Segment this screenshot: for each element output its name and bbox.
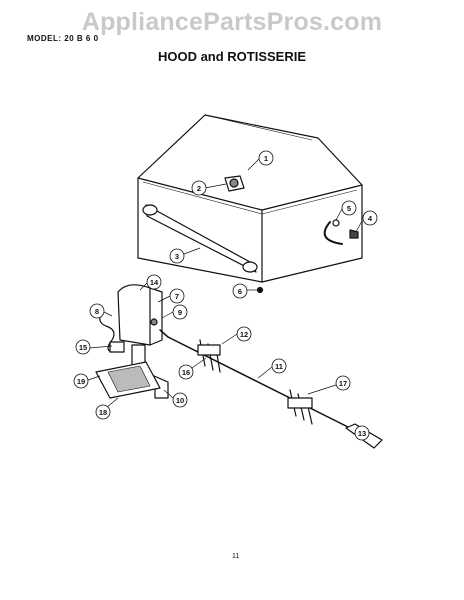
spit-rod: [159, 329, 351, 429]
callout-18-label: 18: [99, 408, 107, 417]
callout-12-label: 12: [240, 330, 248, 339]
callout-15: 15: [75, 339, 91, 355]
callout-19: 19: [73, 373, 89, 389]
callout-19-label: 19: [77, 377, 85, 386]
callout-5: 5: [341, 200, 357, 216]
bushing: [332, 219, 340, 227]
callout-6-label: 6: [238, 287, 242, 296]
callout-9-label: 9: [178, 308, 182, 317]
callout-3-label: 3: [175, 252, 179, 261]
callout-12: 12: [236, 326, 252, 342]
callout-16-label: 16: [182, 368, 190, 377]
cord-plug: [109, 341, 125, 353]
callout-8-label: 8: [95, 307, 99, 316]
callout-15-label: 15: [79, 343, 87, 352]
callout-3: 3: [169, 248, 185, 264]
thermometer: [224, 175, 245, 192]
spit-fork-rear: [287, 389, 313, 425]
callout-2-label: 2: [197, 184, 201, 193]
callout-7-label: 7: [175, 292, 179, 301]
handle: [142, 204, 258, 273]
callout-2: 2: [191, 180, 207, 196]
callout-13: 13: [354, 425, 370, 441]
callout-11: 11: [271, 358, 287, 374]
callout-17-label: 17: [339, 379, 347, 388]
callout-5-label: 5: [347, 204, 351, 213]
page-title: HOOD and ROTISSERIE: [157, 49, 307, 64]
callout-1: 1: [258, 150, 274, 166]
callout-13-label: 13: [358, 429, 366, 438]
callout-17: 17: [335, 375, 351, 391]
motor-housing: [117, 284, 163, 346]
callout-10-label: 10: [176, 396, 184, 405]
callout-11-label: 11: [275, 362, 283, 371]
hinge-bracket: [323, 221, 343, 245]
callout-8: 8: [89, 303, 105, 319]
callout-4-label: 4: [368, 214, 373, 223]
heat-plate: [95, 361, 161, 399]
callout-7: 7: [169, 288, 185, 304]
callout-14: 14: [146, 274, 162, 290]
spit-fork-front: [197, 339, 221, 373]
callout-14-label: 14: [150, 278, 159, 287]
callout-18: 18: [95, 404, 111, 420]
screw: [256, 286, 264, 294]
page-number: 11: [232, 553, 240, 560]
model-label: MODEL: 20 B 6 0: [27, 34, 99, 43]
callout-10: 10: [172, 392, 188, 408]
callout-6: 6: [232, 283, 248, 299]
callout-1-label: 1: [264, 154, 268, 163]
watermark: AppliancePartsPros.com: [81, 8, 383, 36]
callout-4: 4: [362, 210, 378, 226]
callout-16: 16: [178, 364, 194, 380]
callout-9: 9: [172, 304, 188, 320]
power-cord: [99, 311, 115, 353]
